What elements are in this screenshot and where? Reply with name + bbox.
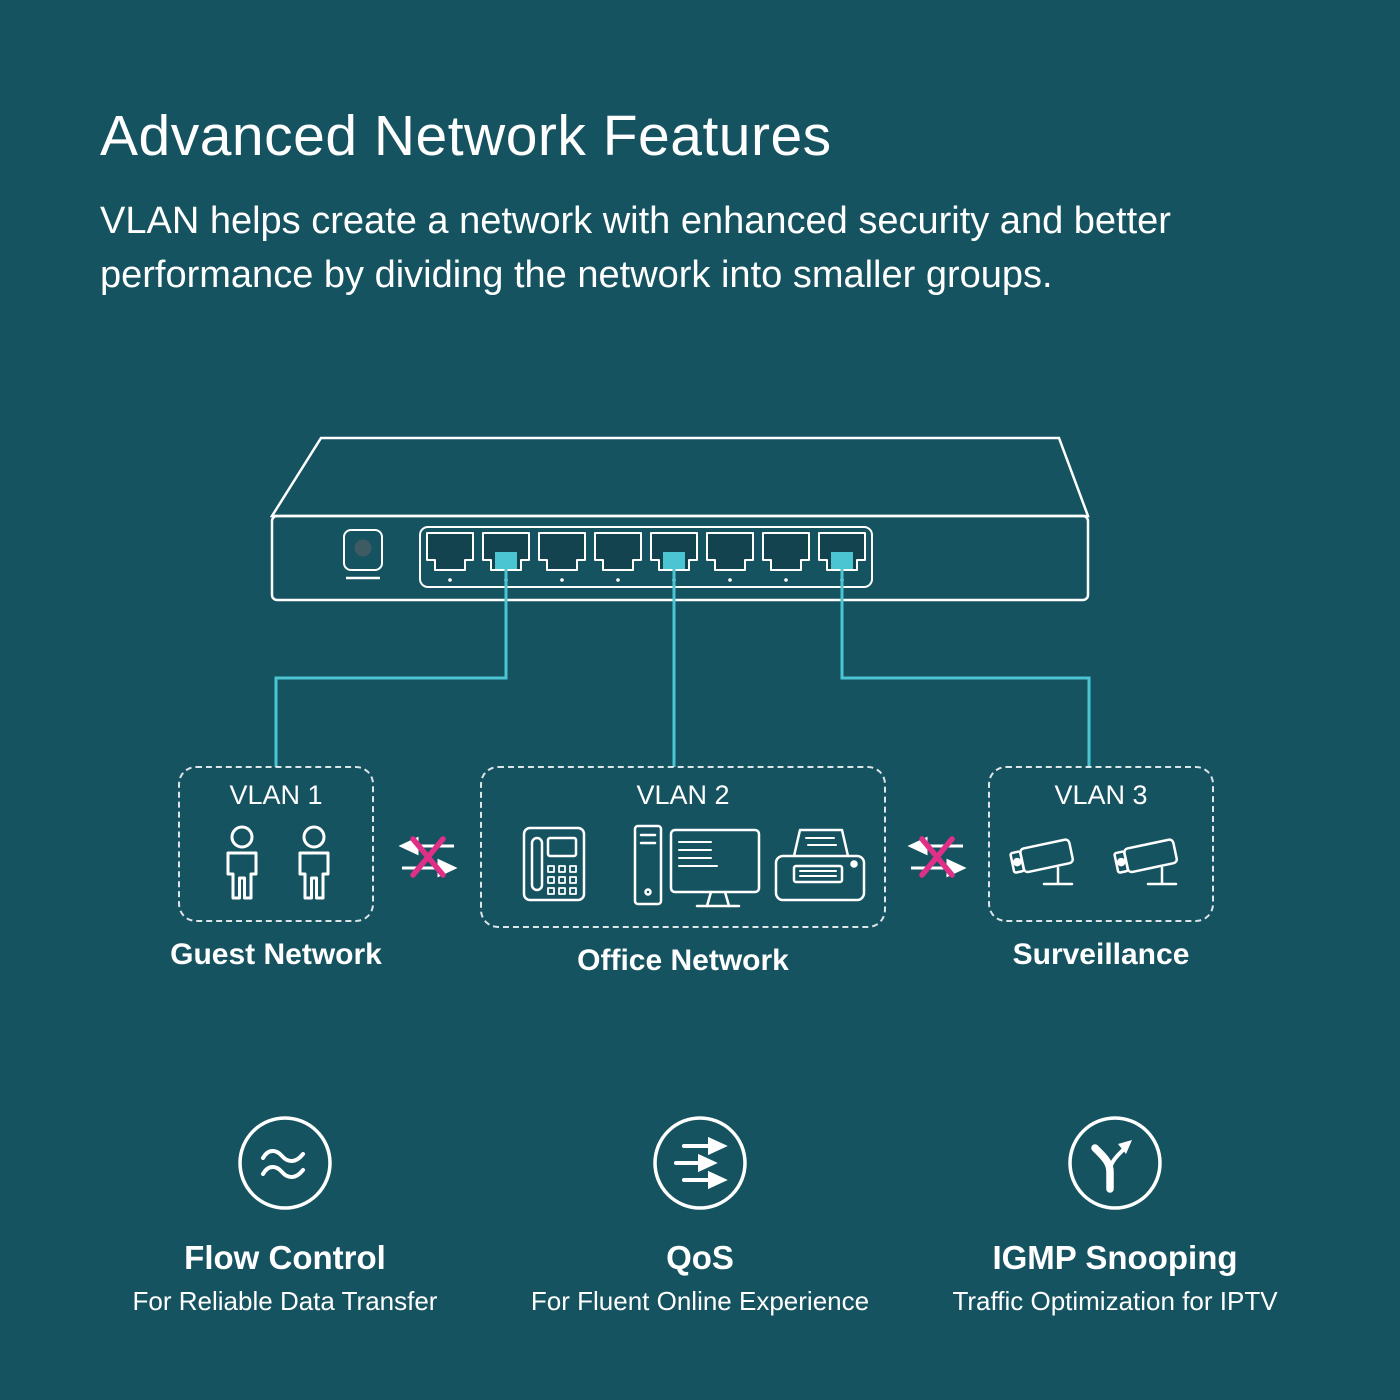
subtitle-line-2: performance by dividing the network into…	[100, 254, 1053, 296]
vlan1-caption: Guest Network	[170, 938, 382, 971]
vlan3-cable	[840, 563, 1091, 767]
network-switch-illustration	[269, 436, 1091, 767]
vlan1-group-box: VLAN 1	[178, 766, 374, 922]
ethernet-port	[482, 532, 530, 571]
blocked-x-icon	[919, 836, 955, 878]
feature-subtitle: For Reliable Data Transfer	[132, 1286, 438, 1316]
page-title: Advanced Network Features	[100, 104, 832, 168]
ethernet-port	[762, 532, 810, 571]
cctv-camera-icon	[1009, 838, 1075, 886]
port-panel	[419, 526, 873, 588]
page-subtitle: VLAN helps create a network with enhance…	[100, 194, 1340, 302]
vlan3-caption: Surveillance	[1012, 938, 1190, 971]
person-icon	[298, 825, 330, 900]
vlan3-devices	[1009, 838, 1179, 886]
switch-power-port	[343, 529, 383, 580]
printer-icon	[774, 828, 866, 902]
feature-subtitle: For Fluent Online Experience	[530, 1286, 870, 1316]
vlan2-devices	[522, 824, 866, 908]
flow-control-waves-icon	[238, 1116, 332, 1210]
ethernet-port	[706, 532, 754, 571]
feature-qos: QoS For Fluent Online Experience	[490, 1113, 910, 1317]
vlan-cables	[274, 563, 1091, 767]
feature-title: IGMP Snooping	[992, 1239, 1238, 1276]
blocked-link-vlan1-vlan2	[398, 836, 458, 878]
vlan1-label: VLAN 1	[229, 780, 323, 810]
ethernet-port	[426, 532, 474, 571]
vlan2-caption: Office Network	[577, 944, 789, 977]
vlan2-label: VLAN 2	[636, 780, 730, 810]
connected-port-plug	[831, 552, 853, 569]
qos-arrows-icon	[653, 1116, 747, 1210]
connected-port-plug	[495, 552, 517, 569]
desk-phone-icon	[522, 826, 586, 902]
ethernet-port	[818, 532, 866, 571]
vlan1-cable	[274, 563, 508, 767]
person-icon	[226, 825, 258, 900]
vlan3-group-box: VLAN 3	[988, 766, 1214, 922]
vlan2-group-box: VLAN 2	[480, 766, 886, 928]
cctv-camera-icon	[1113, 838, 1179, 886]
switch-top-face	[269, 436, 1090, 518]
port-leds	[448, 578, 844, 582]
feature-subtitle: Traffic Optimization for IPTV	[952, 1286, 1278, 1316]
blocked-x-icon	[410, 836, 446, 878]
connected-port-plug	[663, 552, 685, 569]
igmp-fork-arrow-icon	[1068, 1116, 1162, 1210]
connected-port-plugs	[495, 552, 853, 569]
subtitle-line-1: VLAN helps create a network with enhance…	[100, 200, 1171, 242]
blocked-link-vlan2-vlan3	[907, 836, 967, 878]
switch-front-face	[270, 514, 1090, 602]
desktop-computer-icon	[633, 824, 761, 908]
ethernet-port	[594, 532, 642, 571]
vlan1-devices	[226, 825, 330, 900]
ethernet-port	[538, 532, 586, 571]
feature-flow-control: Flow Control For Reliable Data Transfer	[75, 1113, 495, 1317]
feature-igmp-snooping: IGMP Snooping Traffic Optimization for I…	[905, 1113, 1325, 1317]
feature-title: QoS	[666, 1239, 734, 1276]
ethernet-port	[650, 532, 698, 571]
ethernet-ports	[426, 532, 866, 571]
feature-title: Flow Control	[184, 1239, 386, 1276]
vlan3-label: VLAN 3	[1054, 780, 1148, 810]
